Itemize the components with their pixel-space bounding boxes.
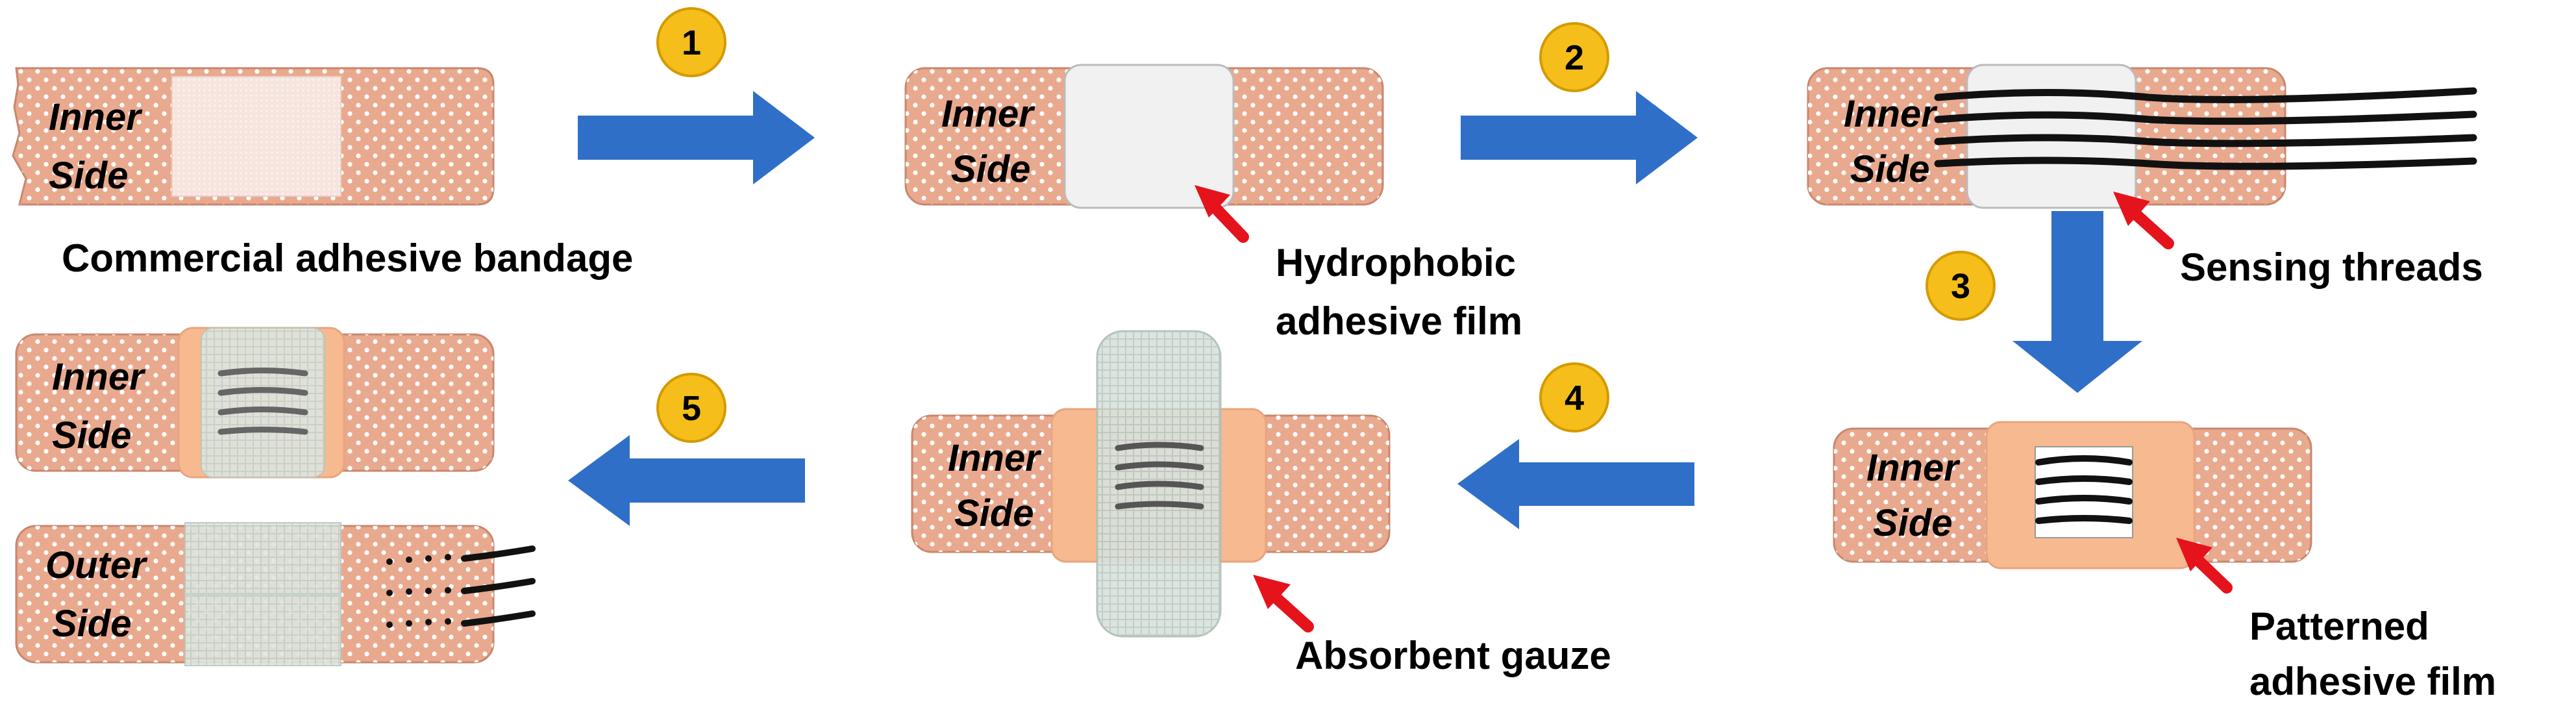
thread-ends [461,545,536,627]
caption-hydrophobic-line2: adhesive film [1276,299,1522,343]
pointer-arrow-gauze [1253,575,1314,632]
side-label-6-line2: Side [52,414,132,457]
side-label-2-line2: Side [951,148,1031,190]
sensing-threads [217,368,308,435]
bandage-final-inner [15,327,495,479]
side-label-3-line2: Side [1850,148,1930,190]
caption-hydrophobic-line1: Hydrophobic [1276,241,1516,284]
side-label-3-line1: Inner [1844,93,1938,135]
step-number-3: 3 [1951,267,1970,306]
caption-patterned-line1: Patterned [2249,605,2429,648]
side-label-2-line1: Inner [941,93,1035,135]
side-label-7-line2: Side [52,603,132,645]
bandage-hydrophobic [904,64,1384,209]
step-badge-1: 1 [656,7,726,77]
bandage-gauze [911,330,1391,638]
step-number-2: 2 [1565,38,1584,77]
arrow-step-5 [568,435,805,526]
absorbent-gauze [201,327,325,478]
bandage-final-outer [15,522,536,666]
side-label-4-line2: Side [1873,502,1953,544]
arrow-step-2 [1461,91,1698,184]
step-badge-4: 4 [1539,362,1609,432]
step-number-1: 1 [682,23,701,62]
arrow-step-3 [2012,211,2142,393]
caption-commercial-bandage: Commercial adhesive bandage [62,236,633,280]
side-label-1-line2: Side [49,155,129,197]
bandage-pad [171,76,341,197]
caption-patterned-line2: adhesive film [2249,660,2496,703]
side-label-6-line1: Inner [52,356,146,398]
thread-dots [386,554,451,628]
step-badge-5: 5 [656,373,726,443]
pointer-arrow-hydrophobic [1195,185,1249,243]
side-label-5-line2: Side [954,492,1034,534]
caption-sensing-threads: Sensing threads [2180,245,2483,289]
hydrophobic-film [1063,64,1235,209]
sensing-threads [2035,455,2133,524]
sensing-threads [1115,442,1204,510]
side-label-7-line1: Outer [45,544,148,586]
pointer-arrow-patterned [2176,538,2233,594]
bandage-patterned [1833,421,2312,569]
step-badge-3: 3 [1926,251,1996,321]
side-label-5-line1: Inner [948,437,1042,479]
arrow-step-4 [1457,439,1694,529]
caption-absorbent-gauze: Absorbent gauze [1295,634,1611,677]
pointer-arrow-sensing [2113,192,2174,249]
bandage-sensing-threads [1807,64,2477,209]
side-label-4-line1: Inner [1866,447,1961,489]
step-number-4: 4 [1565,379,1584,418]
sensing-threads [1934,87,2477,170]
step-badge-2: 2 [1539,22,1609,92]
side-label-1-line1: Inner [49,96,143,138]
step-number-5: 5 [682,389,701,428]
bandage-commercial [12,67,495,206]
arrow-step-1 [578,91,815,184]
